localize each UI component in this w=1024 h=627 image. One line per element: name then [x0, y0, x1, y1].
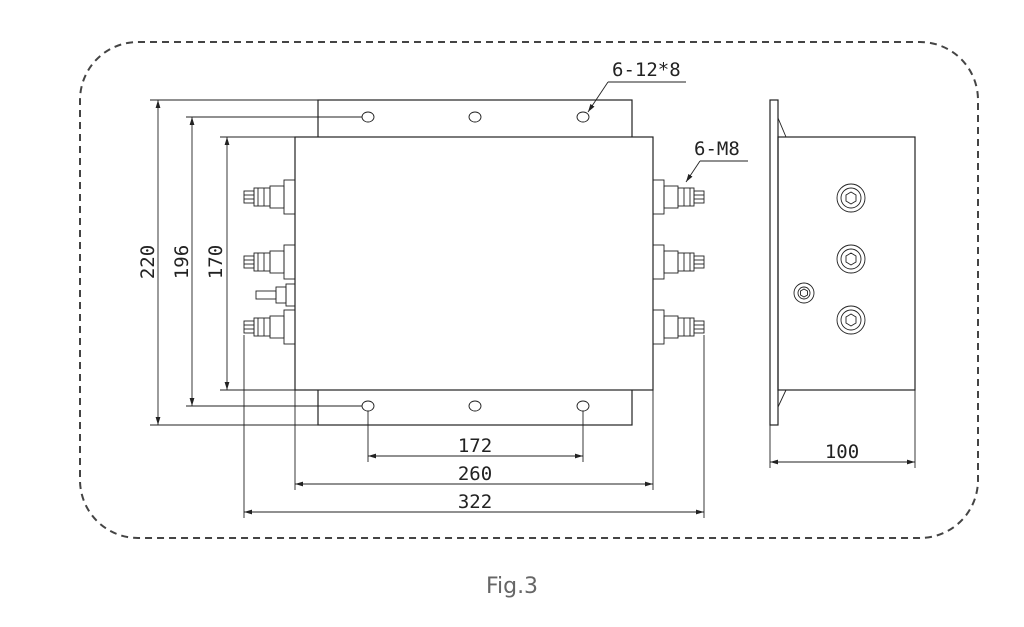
dim-label-170: 170: [205, 245, 227, 279]
side-plate: [769, 99, 779, 426]
dimension-196: 196: [171, 116, 362, 407]
side-terminals: [793, 183, 866, 335]
dim-label-172: 172: [458, 435, 492, 457]
dimension-220: 220: [137, 99, 318, 426]
dashed-frame: [79, 41, 979, 539]
side-body: [777, 136, 916, 391]
side-view: 100: [769, 99, 916, 468]
ground-stud: [255, 283, 296, 307]
figure-caption: Fig.3: [485, 574, 539, 599]
annotation-mounting-holes: 6-12*8: [612, 59, 681, 81]
dim-label-260: 260: [458, 463, 492, 485]
dim-label-220: 220: [137, 245, 159, 279]
mounting-holes-top: [361, 111, 590, 123]
left-terminals: [243, 179, 296, 345]
filter-body: [294, 136, 654, 391]
right-terminals: [652, 179, 705, 345]
dimension-322: 322: [243, 335, 705, 518]
dimension-170: 170: [205, 136, 295, 391]
dim-label-322: 322: [458, 491, 492, 513]
dimension-100: 100: [769, 390, 916, 468]
annotation-terminals: 6-M8: [694, 138, 740, 160]
front-view: 220 196 170 172 260: [137, 59, 748, 518]
dim-label-100: 100: [825, 441, 859, 463]
leader-terminals: 6-M8: [685, 138, 748, 183]
dim-label-196: 196: [171, 245, 193, 279]
mounting-holes-bottom: [361, 400, 590, 412]
dimension-260: 260: [294, 390, 654, 490]
leader-mounting-holes: 6-12*8: [587, 59, 686, 113]
dimension-172: 172: [367, 411, 584, 462]
